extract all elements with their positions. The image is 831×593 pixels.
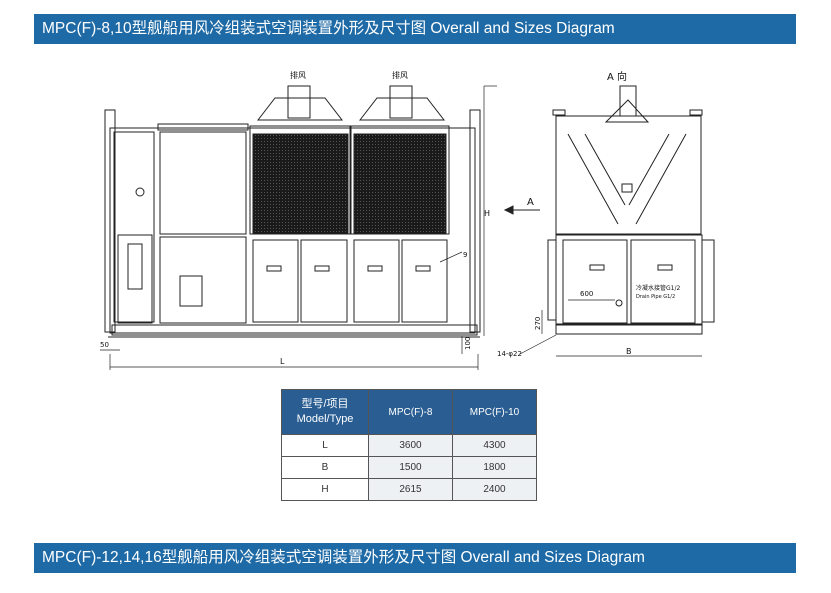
table-header-model: 型号/项目 Model/Type (281, 389, 369, 435)
label-drain-1: 冷凝水接管G1/2 (636, 284, 680, 292)
label-dim-100: 100 (464, 337, 472, 350)
table-cell: 2615 (368, 478, 453, 501)
label-dim-50: 50 (100, 341, 109, 349)
label-dim-600: 600 (580, 290, 593, 298)
col-header: MPC(F)-10 (452, 389, 537, 435)
col-header: MPC(F)-8 (368, 389, 453, 435)
table-row: H 2615 2400 (281, 478, 537, 501)
table-row: L 3600 4300 (281, 434, 537, 457)
label-drain-2: Drain Pipe G1/2 (636, 294, 675, 300)
header-line-en: Model/Type (296, 413, 354, 425)
dimension-table: 型号/项目 Model/Type MPC(F)-8 MPC(F)-10 L 36… (281, 389, 537, 501)
label-arrow-a: A (527, 197, 534, 208)
table-cell: 2400 (452, 478, 537, 501)
side-view (503, 85, 715, 357)
label-exhaust-2: 排风 (392, 70, 408, 80)
table-row: B 1500 1800 (281, 456, 537, 479)
label-exhaust-1: 排风 (290, 70, 306, 80)
table-cell: 3600 (368, 434, 453, 457)
table-cell: 1800 (452, 456, 537, 479)
table-cell: 1500 (368, 456, 453, 479)
label-view-a: A 向 (607, 70, 627, 83)
label-dim-b: B (626, 347, 632, 356)
label-callout-9: 9 (463, 251, 467, 259)
header-banner-bottom: MPC(F)-12,14,16型舰船用风冷组装式空调装置外形及尺寸图 Overa… (34, 543, 796, 573)
front-view (100, 85, 497, 370)
header-line-cn: 型号/项目 (301, 398, 349, 410)
table-cell: 4300 (452, 434, 537, 457)
label-dim-h: H (484, 209, 490, 218)
label-holes: 14-φ22 (497, 350, 522, 358)
drawing-labels: 排风 排风 A 向 A H L B 50 100 270 600 14-φ22 … (100, 70, 680, 366)
row-label: L (281, 434, 369, 457)
label-dim-270: 270 (534, 317, 542, 330)
row-label: H (281, 478, 369, 501)
row-label: B (281, 456, 369, 479)
label-dim-l: L (280, 357, 285, 366)
header-banner-top: MPC(F)-8,10型舰船用风冷组装式空调装置外形及尺寸图 Overall a… (34, 14, 796, 44)
